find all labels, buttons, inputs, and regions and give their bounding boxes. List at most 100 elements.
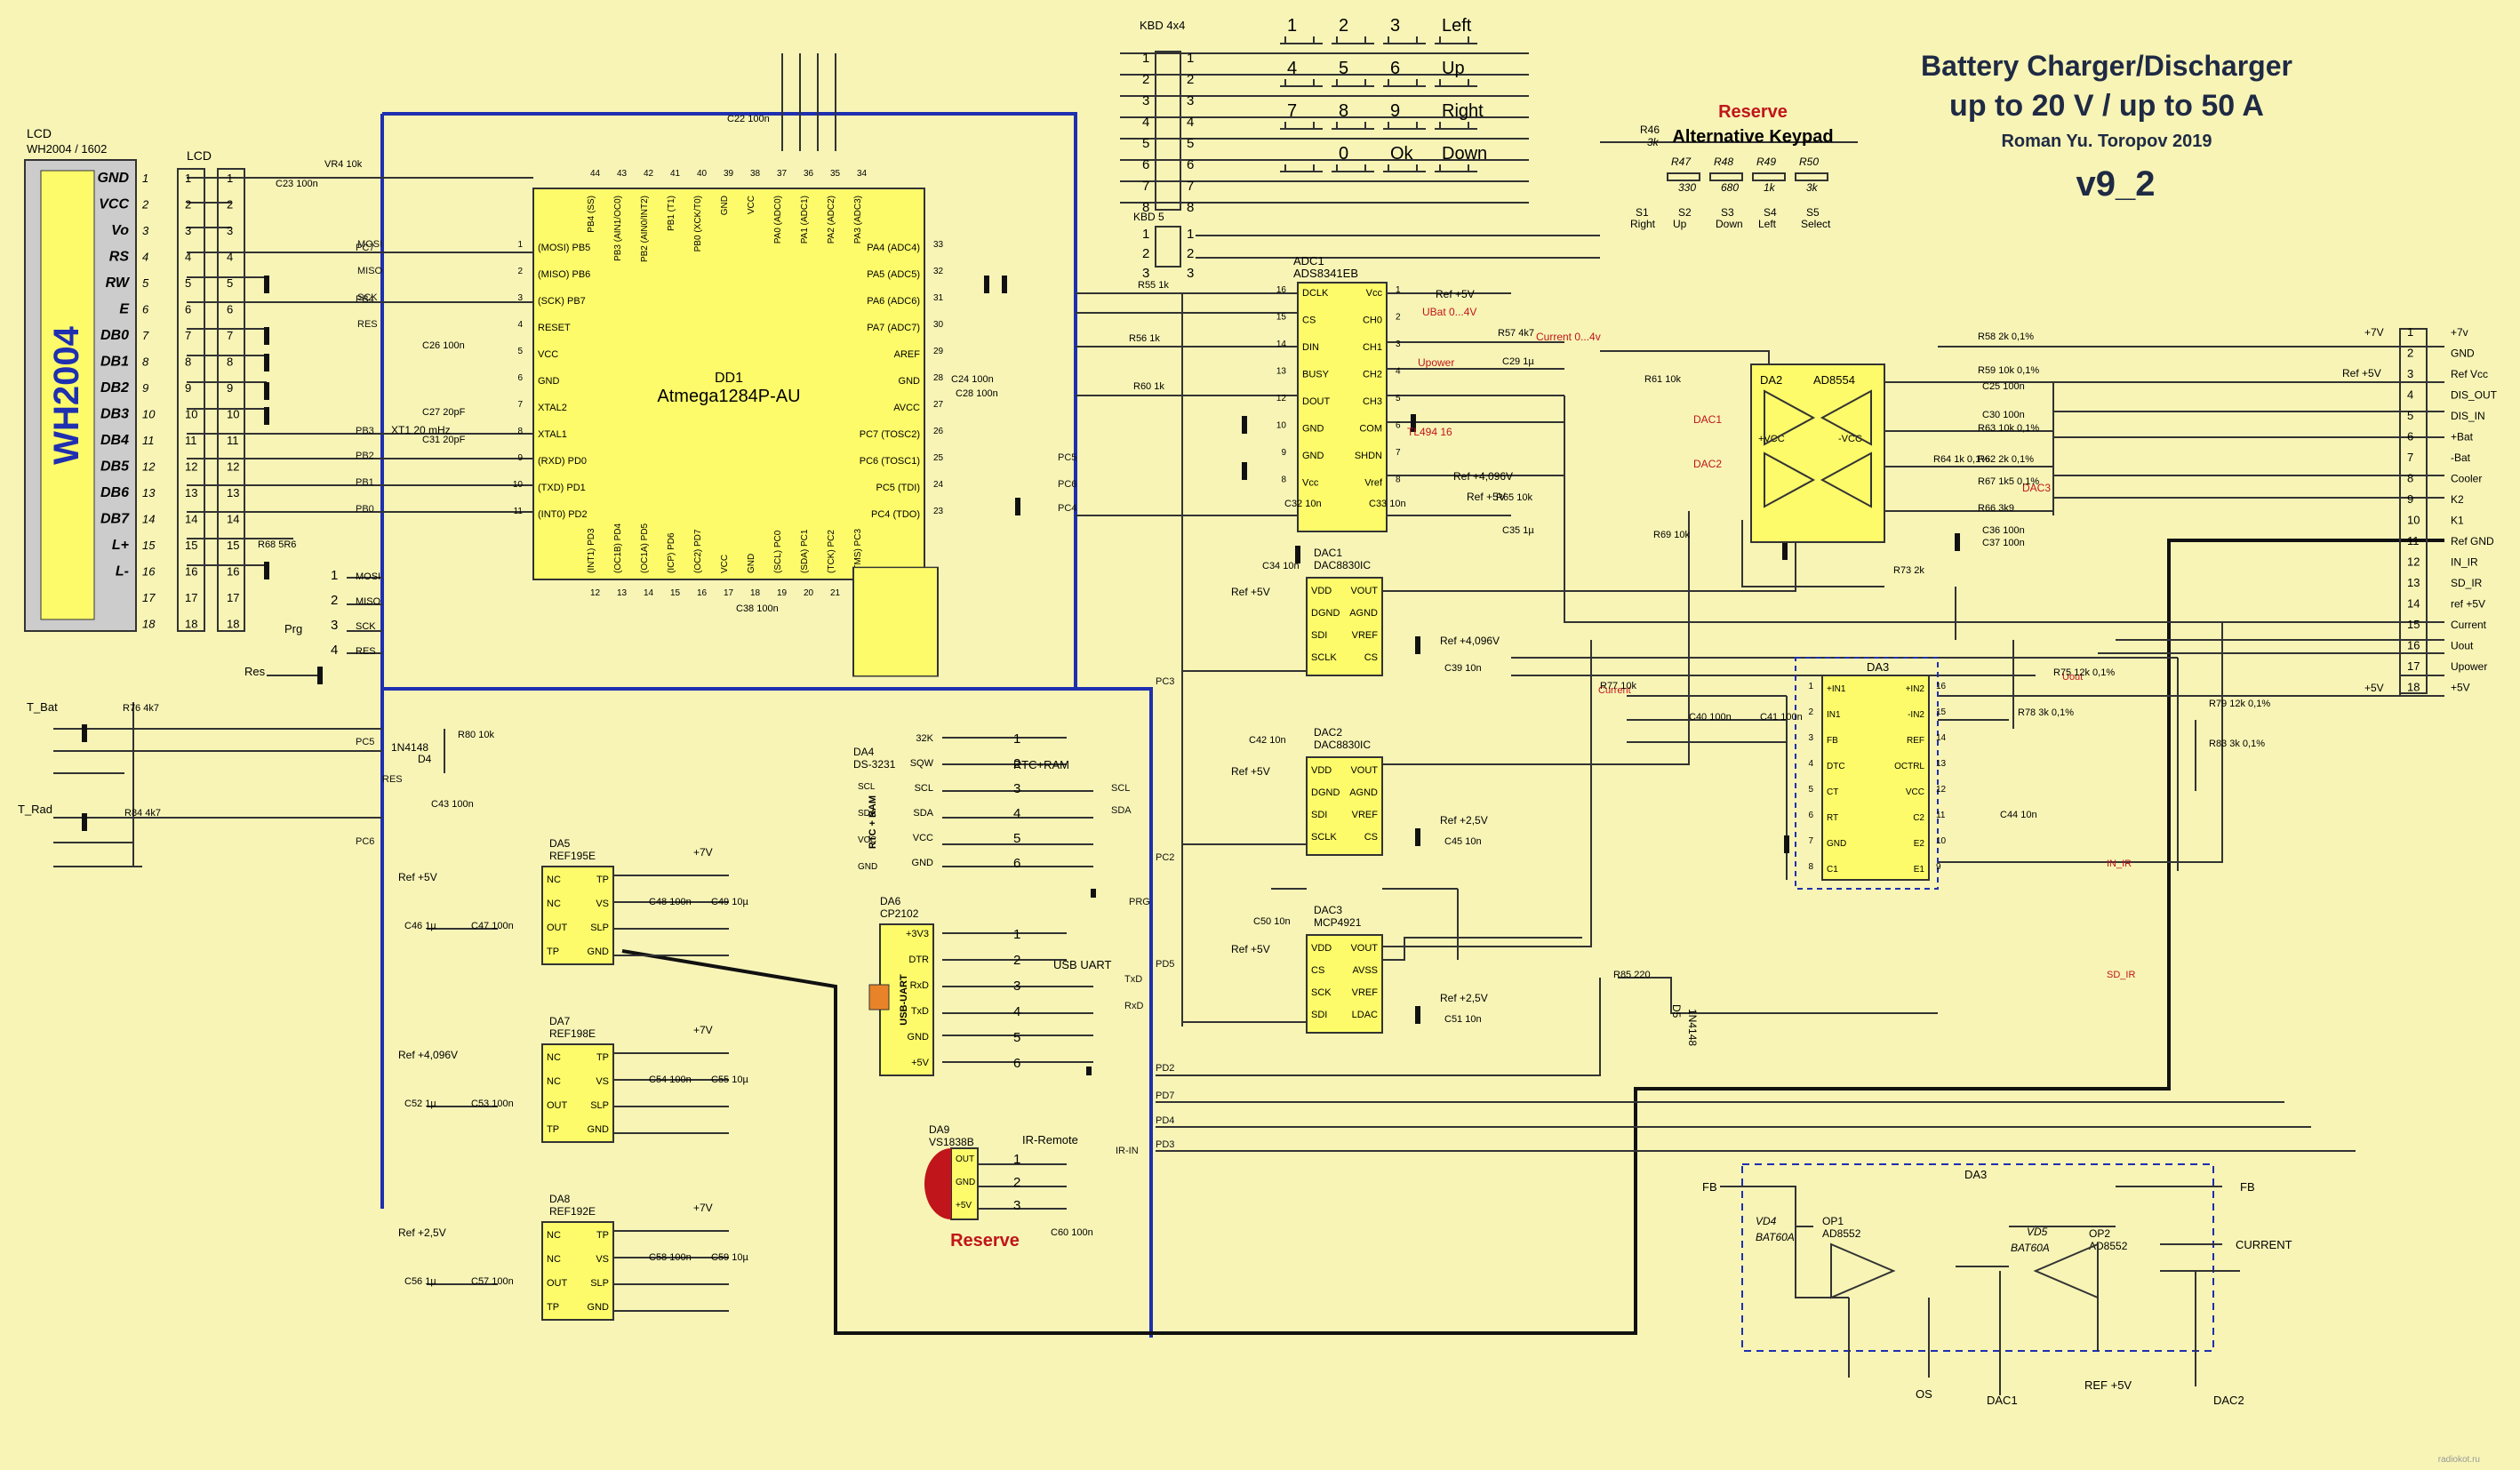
mcu-right-num: 29 [933,347,944,356]
kbd5-pin: 1 [1142,227,1149,242]
kbd-switch-symbol [1383,79,1426,87]
mcu-right-num: 31 [933,293,944,303]
dac-left-pin: CS [1311,965,1324,976]
mcu-top-num: 43 [617,169,628,179]
kbd-key: 7 [1287,101,1297,121]
signal-label: PB2 [356,451,374,461]
lcd-pin-name: DB4 [100,433,129,448]
signal-label: Current [1598,685,1631,696]
lcd-pin-name: RS [109,250,130,265]
kbd-switch-symbol [1435,122,1477,130]
component-label: C43 100n [431,799,474,810]
out-pin-number: 10 [2407,514,2420,527]
lcd-mate-pin: 6 [227,303,233,316]
out-left-ref5v: Ref +5V [2342,367,2381,379]
lcd-mate-pin: 7 [227,329,233,342]
mcu-left-pin: VCC [538,349,558,360]
kbd5-pin: 3 [1142,266,1149,281]
usb-label: USB UART [1053,958,1112,971]
mcu-top-num: 39 [724,169,734,179]
prg-pin-label: MOSI [356,571,380,582]
adc-body [1297,282,1388,532]
lcd-pin-number: 16 [142,565,156,579]
da3-left-pin: FB [1827,736,1838,746]
dac-left-pin: DGND [1311,608,1340,619]
rtc-header-pin: 3 [1013,781,1020,796]
signal-label: PD5 [1156,959,1174,970]
component-label: R85 220 [1613,970,1651,980]
alt-switch-label: Up [1673,218,1687,230]
alt-resistor-value: 3k [1806,181,1819,194]
da3-right-num: 16 [1936,682,1947,691]
mcu-bottom-num: 16 [697,588,708,598]
lcd-connector-pin: 9 [185,381,191,395]
out-pin-number: 3 [2407,367,2413,380]
da3-body [1821,675,1930,881]
rtc-left-pin: SCL [858,782,876,792]
da3-right-pin: C2 [1913,813,1924,823]
out-pin-label: +7v [2451,326,2468,339]
mcu-top-num: 38 [750,169,761,179]
rtc-pin: SQW [910,758,934,769]
alt-resistor-body [1795,172,1828,181]
alt-switch-label: Right [1630,218,1656,230]
signal-label: PC6 [356,836,374,847]
component-label: C52 1µ [404,1099,436,1109]
prg-label: Prg [284,622,302,635]
signal-label: IR-IN [1116,1146,1139,1156]
dac-right-pin: VOUT [1350,943,1378,954]
lcd-connector-pin: 13 [185,486,197,499]
mcu-right-num: 33 [933,240,944,250]
da3-right-num: 14 [1936,733,1947,743]
mcu-right-pin: PC5 (TDI) [876,483,921,493]
vref-right-pin: GND [588,947,610,957]
adc-left-pin: CS [1302,316,1316,326]
lcd-pin-name: DB0 [100,328,129,343]
lcd-connector-pin: 12 [185,460,197,474]
mcu-right-pin: PC6 (TOSC1) [860,456,920,467]
kbd-switch-symbol [1332,79,1374,87]
da3-right-pin: REF [1907,736,1924,746]
vref-left-pin: NC [547,1254,561,1265]
lcd-mate-pin: 12 [227,460,239,474]
da3-right-num: 15 [1936,707,1947,717]
component-label: C37 100n [1982,538,2025,548]
dac-left-pin: SCK [1311,987,1332,998]
lcd-pin-number: 4 [142,251,148,264]
kbd-switch-symbol [1383,36,1426,44]
rtc-header-pin: 4 [1013,806,1020,821]
lcd-connector-pin: 2 [185,198,191,212]
component-label: R79 12k 0,1% [2209,699,2270,709]
dac-right-pin: VREF [1352,810,1379,820]
kbd-switch-symbol [1332,122,1374,130]
ir-lens [924,1148,951,1219]
kbd-key: Down [1442,144,1487,164]
out-pin-number: 4 [2407,388,2413,402]
lcd-connector-pin: 14 [185,513,197,526]
signal-label: TxD [1124,974,1142,985]
dac-right-pin: AVSS [1352,965,1378,976]
signal-label: PC3 [1156,676,1174,687]
alt-resistor-ref: R48 [1714,156,1733,168]
title-block: Battery Charger/Discharger up to 20 V / … [1921,50,2292,204]
out-pin-number: 5 [2407,409,2413,422]
component-label: C49 10µ [711,897,748,907]
component-label: C51 10n [1444,1014,1482,1025]
kbd-switch-symbol [1435,36,1477,44]
vref-left-pin: TP [547,1124,559,1135]
adc-left-pin: DIN [1302,342,1319,353]
adc-right-pin: CH3 [1363,396,1382,407]
da3b-vd5: VD5 [2027,1226,2048,1238]
alt-resistor-value: 3k [1647,136,1660,148]
out-pin-number: 6 [2407,430,2413,443]
lcd-connector-pin: 4 [185,251,191,264]
dac-right-pin: AGND [1349,608,1378,619]
out-pin-label: Ref Vcc [2451,368,2488,380]
vref-7v: +7V [693,1202,713,1214]
component-label: C56 1µ [404,1276,436,1287]
da3-right-pin: OCTRL [1894,762,1924,771]
out-pin-number: 1 [2407,325,2413,339]
mcu-right-num: 27 [933,400,944,410]
